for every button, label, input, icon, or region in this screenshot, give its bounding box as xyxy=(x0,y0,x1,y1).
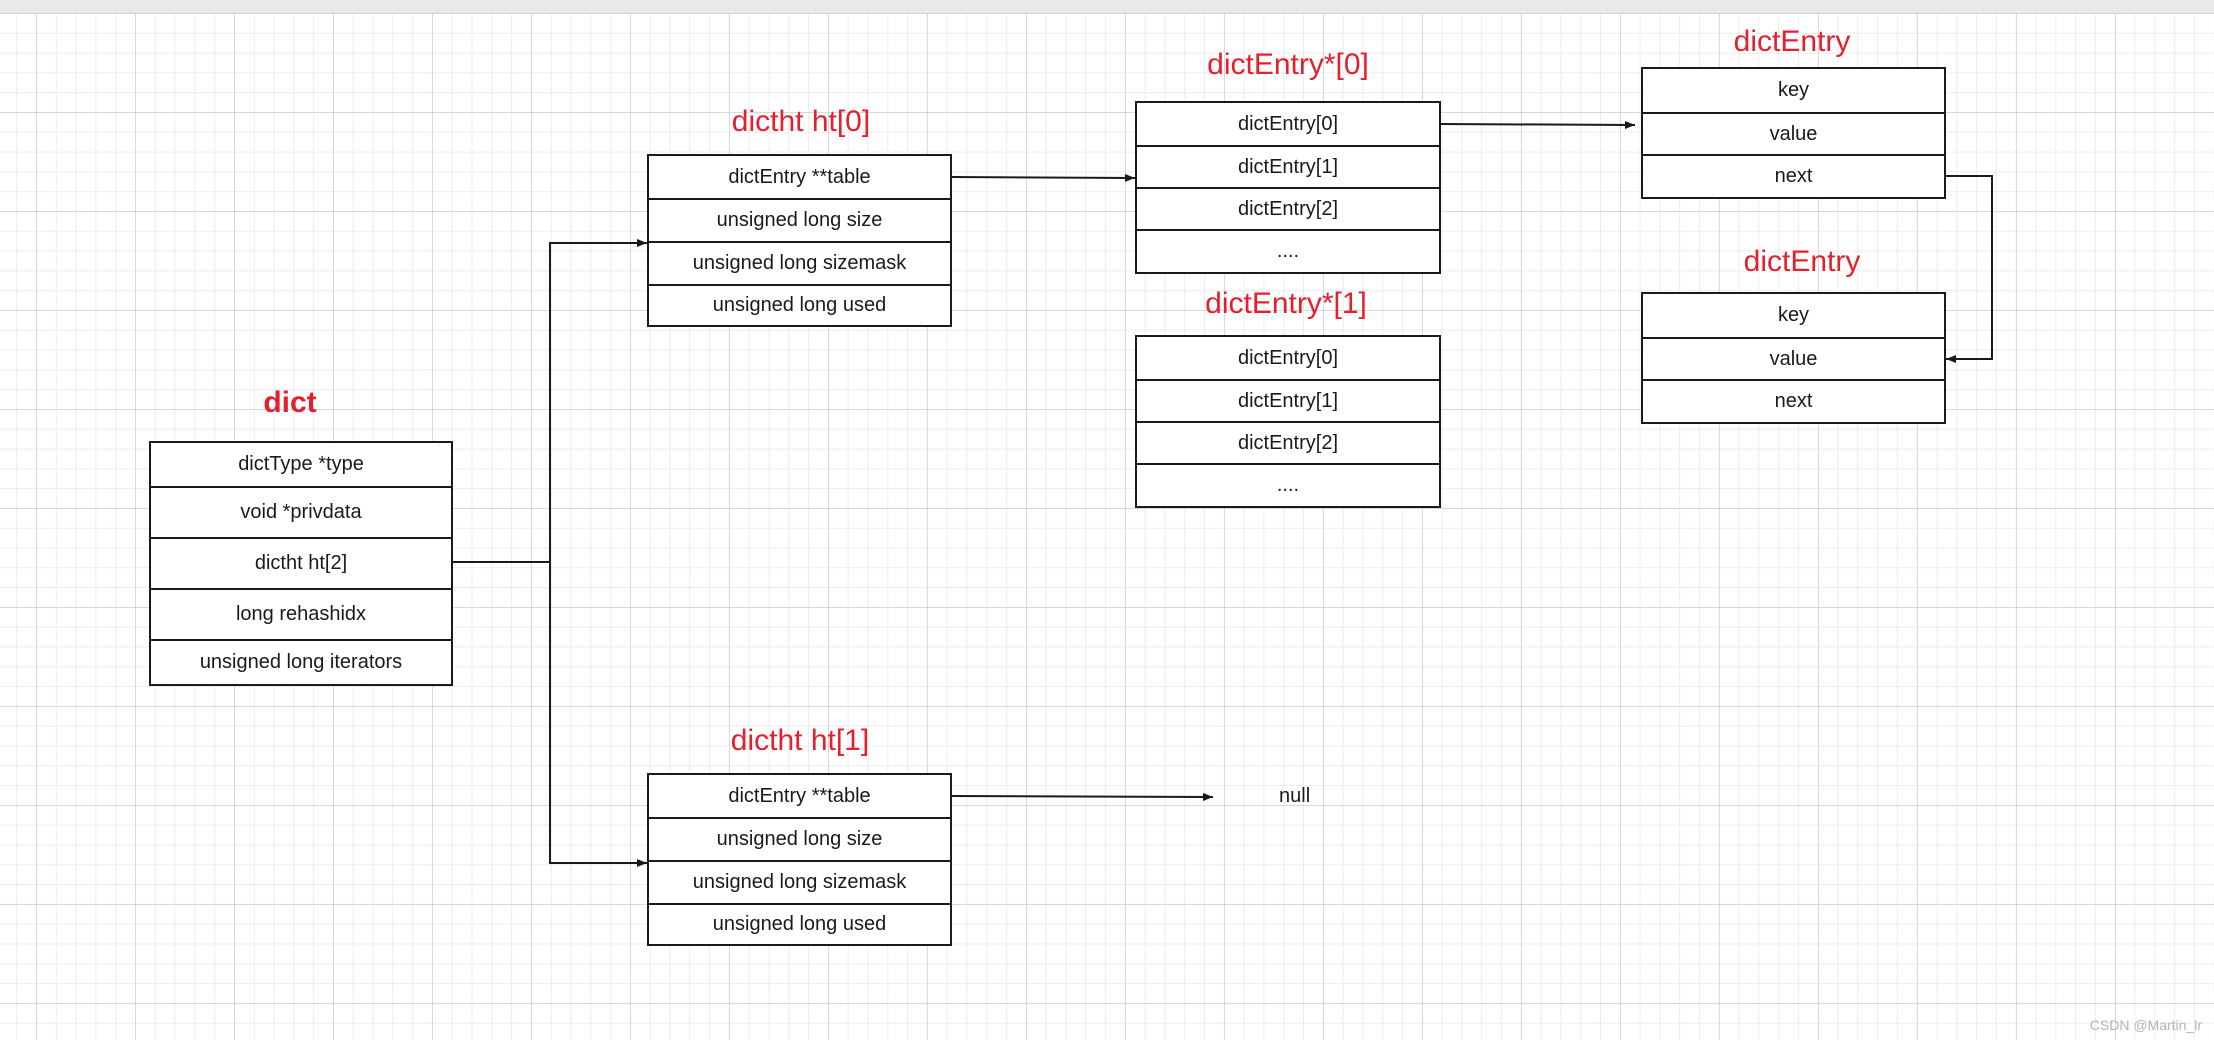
connector-dict-to-ht0 xyxy=(451,239,647,563)
entry-a-title: dictEntry xyxy=(1733,25,1851,58)
bucket1-slot-0: dictEntry[0] xyxy=(1137,337,1439,381)
dict-field-iterators: unsigned long iterators xyxy=(199,651,403,673)
entry-a-field-next: next xyxy=(1774,165,1813,187)
connector-ht1-table-to-null xyxy=(950,792,1214,801)
bucket0-title: dictEntry*[0] xyxy=(1207,48,1369,81)
bucket0-array: dictEntry[0] dictEntry[1] dictEntry[2] .… xyxy=(1135,101,1441,274)
connector-ht0-table-to-bucket0 xyxy=(950,173,1136,182)
ht1-struct: dictEntry **table unsigned long size uns… xyxy=(647,773,952,946)
watermark: CSDN @Martin_lr xyxy=(2089,1017,2202,1033)
bucket0-slot-1: dictEntry[1] xyxy=(1137,147,1439,189)
null-label: null xyxy=(1279,785,1311,807)
bucket1-slot-1: dictEntry[1] xyxy=(1137,381,1439,423)
connector-bucket0-to-entry-a xyxy=(1438,120,1636,129)
entry-b-title: dictEntry xyxy=(1743,245,1861,278)
ht0-field-sizemask: unsigned long sizemask xyxy=(649,243,950,286)
entry-b-field-value: value xyxy=(1643,339,1944,381)
bucket1-array: dictEntry[0] dictEntry[1] dictEntry[2] .… xyxy=(1135,335,1441,508)
bucket0-slot-more: .... xyxy=(1276,240,1300,262)
dict-field-ht: dictht ht[2] xyxy=(151,539,451,590)
ht0-field-size: unsigned long size xyxy=(649,200,950,243)
bucket1-title: dictEntry*[1] xyxy=(1205,287,1367,320)
ht1-field-table: dictEntry **table xyxy=(649,775,950,819)
bucket0-slot-0: dictEntry[0] xyxy=(1137,103,1439,147)
entry-b-field-next: next xyxy=(1774,390,1813,412)
entry-b-field-key: key xyxy=(1643,294,1944,339)
dict-field-type: dictType *type xyxy=(151,443,451,488)
dict-struct: dictType *type void *privdata dictht ht[… xyxy=(149,441,453,686)
ht0-field-table: dictEntry **table xyxy=(649,156,950,200)
dict-field-rehashidx: long rehashidx xyxy=(151,590,451,641)
entry-a-field-key: key xyxy=(1643,69,1944,114)
bucket1-slot-more: .... xyxy=(1276,474,1300,496)
top-toolbar-strip xyxy=(0,0,2214,13)
ht1-field-size: unsigned long size xyxy=(649,819,950,862)
ht0-title: dictht ht[0] xyxy=(731,105,871,138)
ht1-field-sizemask: unsigned long sizemask xyxy=(649,862,950,905)
dict-field-privdata: void *privdata xyxy=(151,488,451,539)
ht1-field-used: unsigned long used xyxy=(712,913,887,935)
entry-a-struct: key value next xyxy=(1641,67,1946,199)
bucket0-slot-2: dictEntry[2] xyxy=(1137,189,1439,231)
ht1-title: dictht ht[1] xyxy=(730,724,870,757)
connector-dict-to-ht1 xyxy=(549,562,647,867)
ht0-struct: dictEntry **table unsigned long size uns… xyxy=(647,154,952,327)
dict-title: dict xyxy=(263,386,317,419)
bucket1-slot-2: dictEntry[2] xyxy=(1137,423,1439,465)
entry-a-field-value: value xyxy=(1643,114,1944,156)
entry-b-struct: key value next xyxy=(1641,292,1946,424)
ht0-field-used: unsigned long used xyxy=(712,294,887,316)
connector-entry-a-next-to-entry-b xyxy=(1944,175,1993,363)
